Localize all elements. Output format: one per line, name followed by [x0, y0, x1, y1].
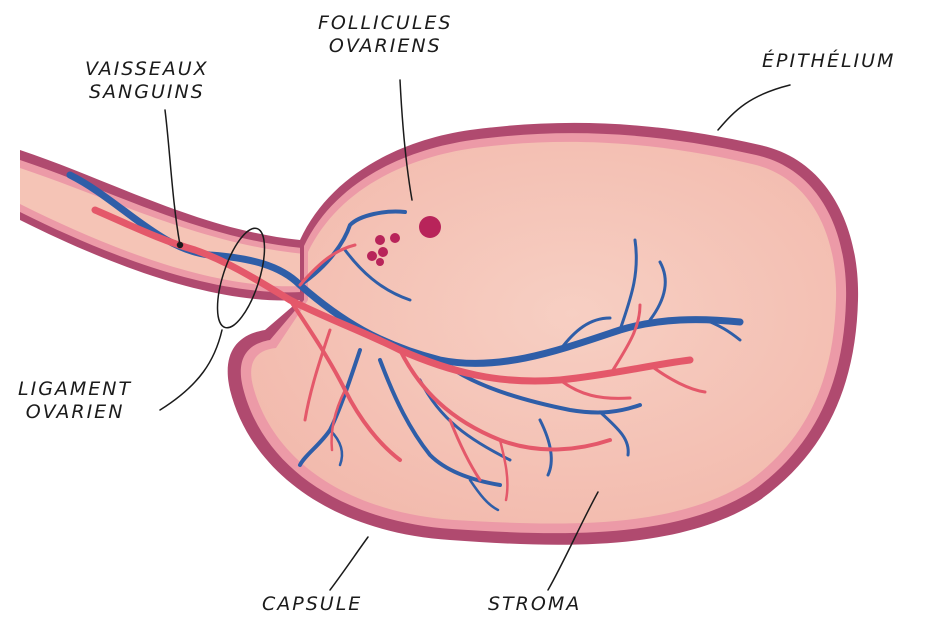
ligament-shape [0, 120, 304, 300]
vaisseaux-label-line2: SANGUINS [85, 81, 209, 104]
ovary-body [228, 123, 858, 545]
stroma-label: STROMA [488, 593, 581, 616]
ligament-label-line1: LIGAMENT [18, 378, 132, 401]
epithelium-label: ÉPITHÉLIUM [762, 50, 895, 73]
follicules-label-line1: FOLLICULES [318, 12, 452, 35]
stroma-label-text: STROMA [488, 593, 581, 616]
follicules-label: FOLLICULES OVARIENS [318, 12, 452, 58]
ligament-label: LIGAMENT OVARIEN [18, 378, 132, 424]
capsule-label-text: CAPSULE [262, 593, 362, 616]
epithelium-label-text: ÉPITHÉLIUM [762, 50, 895, 73]
vaisseaux-pointer-dot [178, 243, 183, 248]
follicules-label-line2: OVARIENS [318, 35, 452, 58]
capsule-pointer [330, 537, 368, 590]
epithelium-pointer [718, 85, 790, 130]
ligament-pointer [160, 330, 222, 410]
vaisseaux-label: VAISSEAUX SANGUINS [85, 58, 209, 104]
capsule-label: CAPSULE [262, 593, 362, 616]
vaisseaux-label-line1: VAISSEAUX [85, 58, 209, 81]
ligament-label-line2: OVARIEN [18, 401, 132, 424]
